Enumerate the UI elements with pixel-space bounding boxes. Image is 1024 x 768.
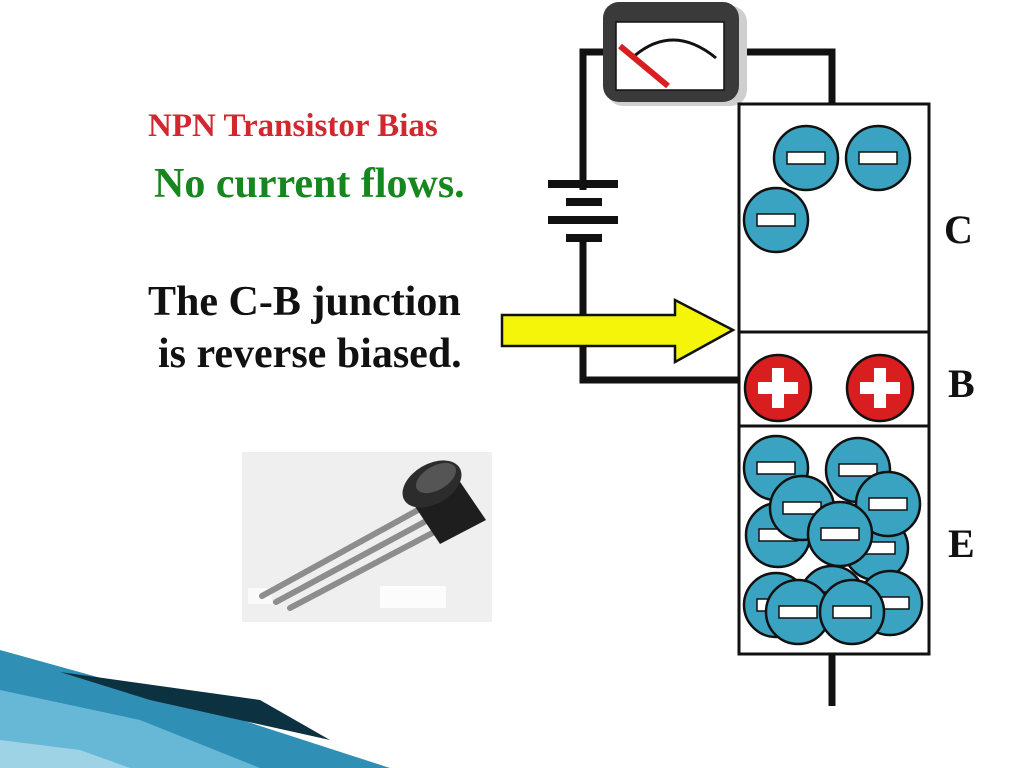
electron-icon xyxy=(772,124,840,192)
base-label: B xyxy=(948,361,975,406)
slide-title: NPN Transistor Bias xyxy=(148,108,438,144)
electron-icon xyxy=(806,500,874,568)
description-line-2: is reverse biased. xyxy=(158,331,462,377)
battery-icon xyxy=(548,180,618,242)
emitter-label: E xyxy=(948,521,975,566)
base-holes xyxy=(743,353,915,423)
collector-electrons xyxy=(742,124,912,254)
emitter-electrons xyxy=(742,434,924,646)
decorative-band xyxy=(0,650,390,768)
collector-label: C xyxy=(944,207,973,252)
transistor-photo xyxy=(242,452,492,622)
circuit-wires xyxy=(579,48,836,706)
electron-icon xyxy=(854,470,922,538)
status-text: No current flows. xyxy=(154,161,465,207)
electron-icon xyxy=(764,578,832,646)
hole-icon xyxy=(845,353,915,423)
hole-icon xyxy=(743,353,813,423)
electron-icon xyxy=(844,124,912,192)
electron-icon xyxy=(742,186,810,254)
description-line-1: The C-B junction xyxy=(148,279,461,325)
meter-icon xyxy=(603,2,747,106)
arrow-icon xyxy=(500,297,736,365)
electron-icon xyxy=(818,578,886,646)
